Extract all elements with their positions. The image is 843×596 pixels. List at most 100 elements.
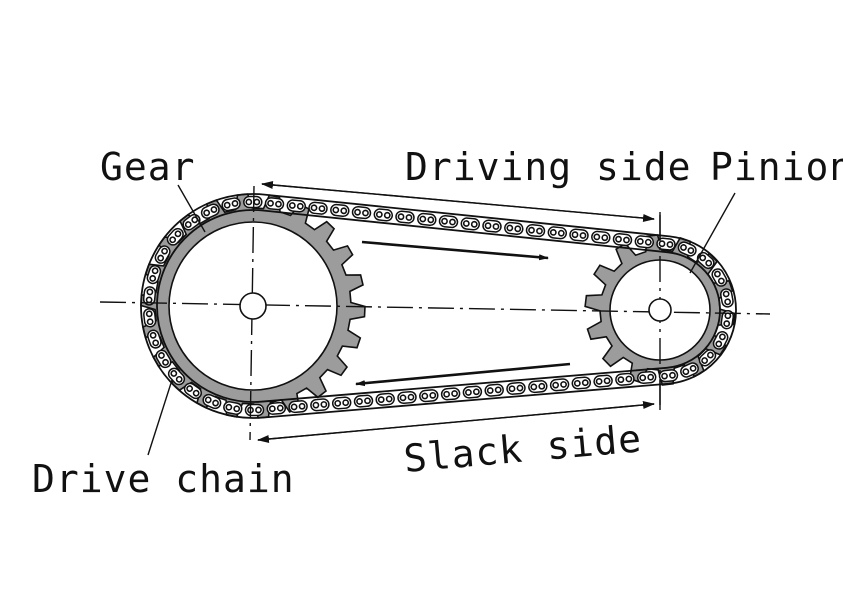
chain-link bbox=[525, 223, 546, 238]
chain-pin bbox=[268, 405, 276, 413]
chain-link bbox=[397, 390, 417, 405]
chain-outer-edge bbox=[140, 193, 737, 419]
chain-link bbox=[243, 195, 263, 209]
chain-pin bbox=[356, 398, 363, 405]
chain-pin bbox=[701, 357, 709, 364]
chain-pin bbox=[636, 237, 644, 245]
chain-link bbox=[438, 214, 459, 229]
chain-pin bbox=[332, 206, 340, 214]
chain-link bbox=[353, 394, 374, 408]
chain-pin bbox=[516, 384, 524, 392]
chain-link bbox=[155, 349, 172, 369]
chain-link bbox=[264, 197, 285, 211]
chain-pin bbox=[462, 220, 470, 227]
chain-pin bbox=[255, 406, 262, 414]
chain-link bbox=[330, 203, 350, 218]
chain-pin bbox=[724, 298, 732, 306]
chain-pin bbox=[162, 358, 169, 366]
chain-link bbox=[658, 369, 679, 383]
chain-pin bbox=[680, 244, 687, 251]
driving-direction-arrow bbox=[361, 240, 549, 261]
chain-pin bbox=[549, 228, 557, 236]
chain-pin bbox=[603, 377, 611, 385]
chain-pin bbox=[245, 198, 253, 206]
chain-pin bbox=[579, 232, 587, 239]
chain-pin bbox=[669, 371, 676, 379]
chain-link bbox=[182, 213, 201, 231]
chain-pin bbox=[375, 211, 383, 218]
chain-pin bbox=[407, 393, 415, 401]
chain-pin bbox=[405, 214, 413, 221]
chain-link bbox=[720, 288, 734, 308]
chain-pin bbox=[682, 368, 690, 376]
chain-pin bbox=[689, 364, 697, 372]
gear-hub-hole bbox=[239, 292, 267, 320]
chain-link bbox=[712, 331, 729, 350]
chain-pin bbox=[486, 387, 494, 394]
chain-link bbox=[711, 268, 728, 287]
chain-link bbox=[612, 232, 633, 247]
chain-pin bbox=[158, 352, 165, 359]
chain-pin bbox=[354, 208, 361, 216]
chain-pin bbox=[231, 200, 239, 207]
chain-link bbox=[417, 212, 437, 227]
chain-pin bbox=[318, 205, 326, 213]
chain-pin bbox=[658, 240, 666, 248]
chain-pin bbox=[225, 403, 233, 411]
chain-link bbox=[308, 201, 328, 215]
chain-link bbox=[375, 392, 395, 406]
chain-pin bbox=[421, 392, 429, 400]
chain-pin bbox=[530, 383, 538, 391]
chain-pin bbox=[152, 339, 160, 347]
chain-link bbox=[167, 367, 186, 386]
chain-link bbox=[482, 219, 502, 233]
chain-link bbox=[286, 199, 307, 213]
chain-link bbox=[656, 237, 676, 251]
pinion-hub-hole bbox=[648, 298, 672, 322]
chain-link bbox=[288, 400, 308, 414]
chain-link bbox=[183, 382, 203, 400]
chain-pin bbox=[145, 310, 153, 318]
chain-link bbox=[223, 401, 243, 415]
chain-link bbox=[569, 228, 589, 242]
chain-pin bbox=[557, 229, 565, 237]
chain-link bbox=[528, 380, 548, 394]
chain-pin bbox=[383, 211, 391, 219]
chain-link bbox=[266, 401, 287, 415]
chain-pin bbox=[312, 401, 320, 409]
gear-leader-line bbox=[177, 184, 206, 233]
chain-pin bbox=[573, 379, 581, 387]
chain-pin bbox=[175, 375, 183, 383]
chain-link bbox=[373, 208, 394, 222]
chain-pin bbox=[706, 351, 714, 359]
chain-pin bbox=[310, 204, 318, 212]
chain-link bbox=[419, 389, 439, 403]
chain-pin bbox=[666, 241, 674, 248]
chain-link bbox=[244, 403, 265, 417]
chain-link bbox=[143, 308, 157, 328]
chain-pin bbox=[157, 254, 165, 262]
chain-pin bbox=[538, 382, 546, 390]
chain-link bbox=[351, 205, 372, 220]
chain-pin bbox=[449, 218, 456, 226]
chain-pin bbox=[427, 216, 435, 224]
chain-link bbox=[154, 245, 171, 264]
chain-link bbox=[506, 381, 526, 395]
chain-pin bbox=[571, 231, 579, 239]
chain-link bbox=[221, 197, 241, 212]
chain-pin bbox=[484, 222, 492, 230]
chain-pin bbox=[601, 234, 609, 242]
chain-link bbox=[698, 349, 717, 367]
chain-pin bbox=[647, 373, 655, 381]
chain-pin bbox=[184, 221, 192, 228]
chain-pin bbox=[560, 381, 567, 388]
chain-pin bbox=[169, 236, 177, 244]
chain-link bbox=[460, 217, 481, 231]
chain-pin bbox=[288, 202, 296, 209]
chain-pin bbox=[192, 389, 200, 397]
chain-link bbox=[166, 227, 184, 246]
pinion-label: Pinion bbox=[710, 145, 843, 189]
chain-pin bbox=[276, 404, 284, 412]
chain-pin bbox=[625, 375, 633, 383]
chain-pin bbox=[146, 288, 154, 296]
